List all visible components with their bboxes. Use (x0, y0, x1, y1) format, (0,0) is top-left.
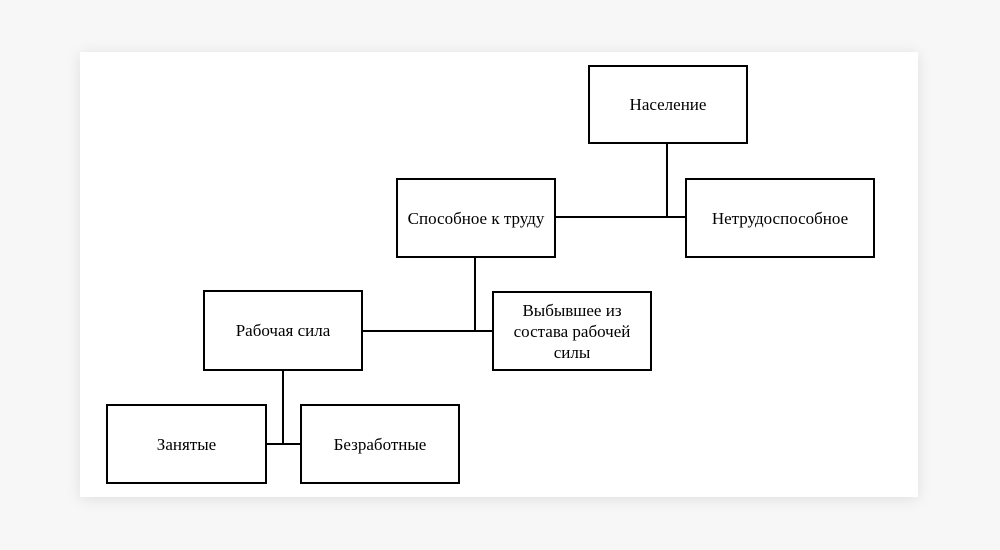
node-label: Рабочая сила (235, 321, 331, 340)
node-label: Способное к труду (407, 208, 545, 228)
node-disabled: Нетрудоспособное (685, 178, 875, 258)
node-able-to-work: Способное к труду (396, 178, 556, 258)
node-left-labor-force: Выбывшее из состава рабочей силы (492, 291, 652, 371)
node-labor-force: Рабочая сила (203, 290, 363, 371)
node-unemployed: Безработные (300, 404, 460, 484)
node-employed: Занятые (106, 404, 267, 484)
node-label: Нетрудоспособное (711, 208, 849, 228)
node-label: Занятые (156, 434, 217, 454)
node-label: Безработные (333, 434, 427, 454)
node-label: Население (629, 95, 707, 114)
node-population: Население (588, 65, 748, 144)
node-label: Выбывшее из состава рабочей силы (513, 300, 631, 362)
